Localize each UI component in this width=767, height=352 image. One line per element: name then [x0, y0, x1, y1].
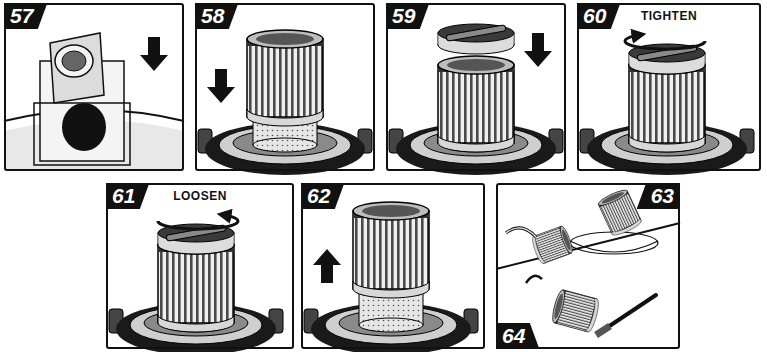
step-number: 63	[637, 183, 680, 209]
step-number: 61	[106, 183, 149, 209]
step-panel: 63 64	[496, 183, 680, 349]
step-number: 60	[577, 3, 620, 29]
step-panel: 59	[386, 3, 566, 171]
step-number: 64	[496, 323, 539, 349]
step-number: 59	[386, 3, 429, 29]
step-number: 62	[301, 183, 344, 209]
step-panel: 57	[4, 3, 184, 171]
step-number: 57	[4, 3, 47, 29]
action-label: LOOSEN	[108, 189, 292, 203]
step-panel: 61LOOSEN	[106, 183, 294, 349]
step-panel: 62	[301, 183, 485, 349]
action-label: TIGHTEN	[579, 9, 759, 23]
step-panel: 60TIGHTEN	[577, 3, 761, 171]
step-panel: 58	[195, 3, 375, 171]
step-number: 58	[195, 3, 238, 29]
